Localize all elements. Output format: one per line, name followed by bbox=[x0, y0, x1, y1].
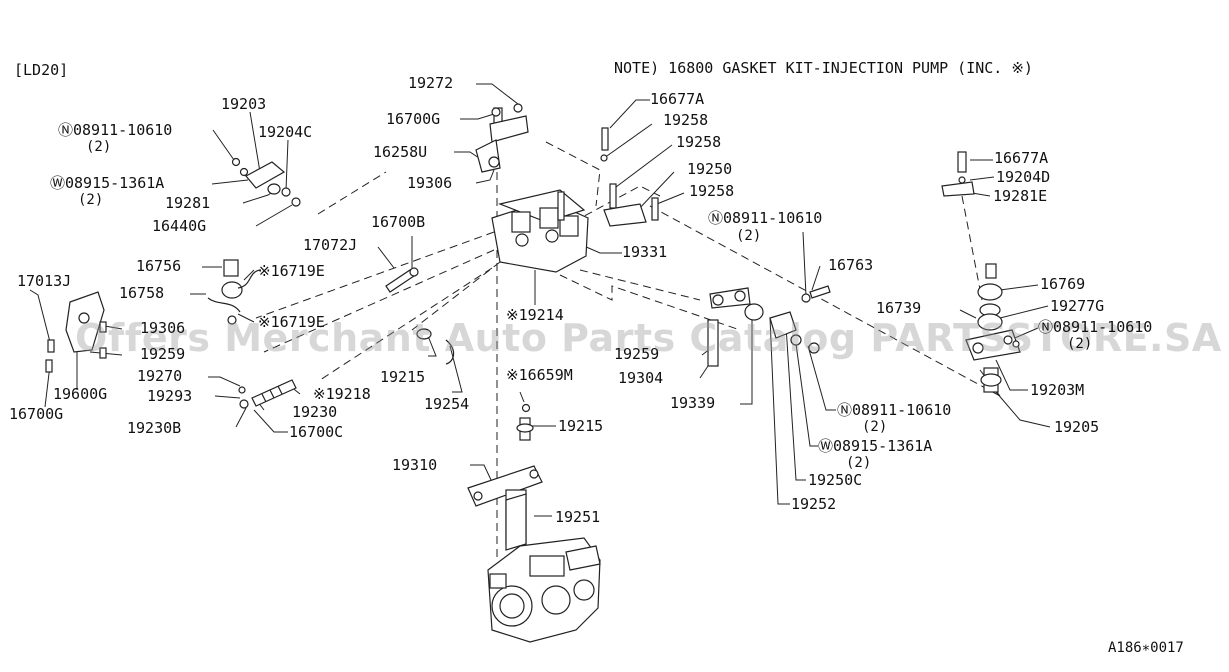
part-label-08911-a[interactable]: Ⓝ08911-10610 bbox=[58, 121, 173, 139]
nozzle-19304 bbox=[707, 287, 764, 367]
part-label-17072J[interactable]: 17072J bbox=[303, 236, 358, 254]
part-label-19277G[interactable]: 19277G bbox=[1050, 297, 1105, 315]
part-label-19215-a[interactable]: 19215 bbox=[380, 368, 426, 386]
lever-19310 bbox=[467, 465, 543, 551]
qty-label-a: (2) bbox=[86, 139, 112, 155]
part-label-19218[interactable]: ※19218 bbox=[313, 385, 371, 403]
part-label-16700G-b[interactable]: 16700G bbox=[9, 405, 64, 423]
part-label-19250[interactable]: 19250 bbox=[687, 160, 733, 178]
part-label-16719E-a[interactable]: ※16719E bbox=[258, 262, 325, 280]
bolts-top bbox=[600, 127, 659, 227]
qty-label-b: (2) bbox=[78, 192, 104, 208]
right-lower-cluster bbox=[965, 263, 1021, 393]
part-label-19331[interactable]: 19331 bbox=[622, 243, 668, 261]
part-label-08911-d[interactable]: Ⓝ08911-10610 bbox=[1038, 318, 1153, 336]
diagram-code: A186∗0017 bbox=[1108, 640, 1184, 656]
part-label-19259-b[interactable]: 19259 bbox=[614, 345, 660, 363]
part-label-16758[interactable]: 16758 bbox=[119, 284, 165, 302]
bracket-19272 bbox=[475, 103, 529, 173]
part-label-08911-c[interactable]: Ⓝ08911-10610 bbox=[837, 401, 952, 419]
gasket-19254 bbox=[445, 339, 455, 365]
part-label-19205[interactable]: 19205 bbox=[1054, 418, 1100, 436]
part-label-16659M[interactable]: ※16659M bbox=[506, 366, 573, 384]
fittings-19252 bbox=[769, 285, 831, 354]
part-label-19258-c[interactable]: 19258 bbox=[689, 182, 735, 200]
qty-label-e: (2) bbox=[846, 455, 872, 471]
part-label-19251[interactable]: 19251 bbox=[555, 508, 601, 526]
note-gasket-kit: NOTE) 16800 GASKET KIT-INJECTION PUMP (I… bbox=[614, 59, 1033, 77]
part-label-19272[interactable]: 19272 bbox=[408, 74, 454, 92]
part-label-19230B[interactable]: 19230B bbox=[127, 419, 182, 437]
watermark: Offers Merchant Auto Parts Catalog PARTS… bbox=[75, 316, 1222, 360]
part-label-16700G-a[interactable]: 16700G bbox=[386, 110, 441, 128]
part-label-16756[interactable]: 16756 bbox=[136, 257, 182, 275]
part-label-19306-a[interactable]: 19306 bbox=[407, 174, 453, 192]
part-label-08915-a[interactable]: Ⓦ08915-1361A bbox=[50, 174, 165, 192]
part-label-19258-b[interactable]: 19258 bbox=[676, 133, 722, 151]
part-label-08911-b[interactable]: Ⓝ08911-10610 bbox=[708, 209, 823, 227]
part-label-19306-b[interactable]: 19306 bbox=[140, 319, 186, 337]
pump-head-19214 bbox=[491, 189, 589, 273]
part-label-19258-a[interactable]: 19258 bbox=[663, 111, 709, 129]
qty-label-d: (2) bbox=[862, 419, 888, 435]
part-label-19204D[interactable]: 19204D bbox=[996, 168, 1051, 186]
shaft-19218 bbox=[238, 379, 297, 409]
banjo-16756 bbox=[207, 259, 261, 325]
part-label-08915-b[interactable]: Ⓦ08915-1361A bbox=[818, 437, 933, 455]
part-label-16739[interactable]: 16739 bbox=[876, 299, 922, 317]
part-label-19281E[interactable]: 19281E bbox=[993, 187, 1048, 205]
part-label-19293[interactable]: 19293 bbox=[147, 387, 193, 405]
part-label-19254[interactable]: 19254 bbox=[424, 395, 470, 413]
qty-label-f: (2) bbox=[1067, 336, 1093, 352]
part-label-19250C[interactable]: 19250C bbox=[808, 471, 863, 489]
part-label-16258U[interactable]: 16258U bbox=[373, 143, 428, 161]
part-label-19230[interactable]: 19230 bbox=[292, 403, 338, 421]
part-label-19281[interactable]: 19281 bbox=[165, 194, 211, 212]
part-label-16769[interactable]: 16769 bbox=[1040, 275, 1086, 293]
qty-label-c: (2) bbox=[736, 228, 762, 244]
part-label-19304[interactable]: 19304 bbox=[618, 369, 664, 387]
part-label-16719E-b[interactable]: ※16719E bbox=[258, 313, 325, 331]
part-label-19600G[interactable]: 19600G bbox=[53, 385, 108, 403]
part-label-19204C[interactable]: 19204C bbox=[258, 123, 313, 141]
part-label-16763[interactable]: 16763 bbox=[828, 256, 874, 274]
oring-19215 bbox=[416, 328, 432, 340]
engine-code-label: [LD20] bbox=[14, 61, 69, 79]
lever-19203 bbox=[231, 157, 301, 207]
part-label-19203[interactable]: 19203 bbox=[221, 95, 267, 113]
right-top-cluster bbox=[941, 151, 975, 197]
bracket-19600G bbox=[45, 291, 107, 373]
part-label-19270[interactable]: 19270 bbox=[137, 367, 183, 385]
part-label-19252[interactable]: 19252 bbox=[791, 495, 837, 513]
parts-drawings bbox=[45, 103, 1021, 643]
part-label-19203M[interactable]: 19203M bbox=[1030, 381, 1085, 399]
part-label-16677A-a[interactable]: 16677A bbox=[650, 90, 705, 108]
part-label-16700C[interactable]: 16700C bbox=[289, 423, 344, 441]
part-label-19310[interactable]: 19310 bbox=[392, 456, 438, 474]
part-label-19215-b[interactable]: 19215 bbox=[558, 417, 604, 435]
part-label-19214[interactable]: ※19214 bbox=[506, 306, 564, 324]
part-label-16440G[interactable]: 16440G bbox=[152, 217, 207, 235]
part-label-17013J[interactable]: 17013J bbox=[17, 272, 72, 290]
part-label-16700B[interactable]: 16700B bbox=[371, 213, 426, 231]
pump-body bbox=[487, 537, 601, 643]
part-label-16677A-b[interactable]: 16677A bbox=[994, 149, 1049, 167]
part-label-19339[interactable]: 19339 bbox=[670, 394, 716, 412]
shaft-16659M bbox=[516, 403, 534, 441]
part-label-19259-a[interactable]: 19259 bbox=[140, 345, 186, 363]
screw-17072J bbox=[385, 267, 419, 293]
